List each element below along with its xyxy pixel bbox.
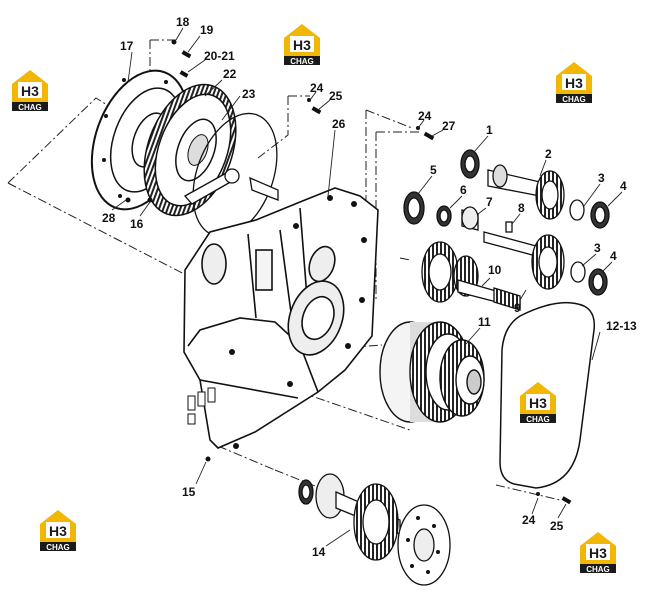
logo-word-text: CHAG (18, 103, 42, 112)
logo-inner-panel (18, 82, 42, 98)
callout-15: 15 (182, 485, 196, 499)
callout-28: 28 (102, 211, 116, 225)
callout-1: 1 (486, 123, 493, 137)
callout-7: 7 (486, 195, 493, 209)
logo-word-text: CHAG (290, 57, 314, 66)
shaft-10 (421, 241, 521, 311)
callout-24-top: 24 (310, 81, 324, 95)
logo-word-badge (284, 56, 320, 65)
logo-word-text: CHAG (46, 543, 70, 552)
logo-brand-text: H3 (49, 523, 67, 539)
middle-parts (403, 191, 537, 257)
logo-word-badge (12, 102, 48, 111)
gasket-12-13 (499, 301, 596, 489)
logo-inner-panel (586, 544, 610, 560)
logo-inner-panel (526, 394, 550, 410)
upper-shaft-assembly (460, 149, 610, 229)
callout-27: 27 (442, 119, 456, 133)
callout-labels: 17 18 19 20-21 22 23 24 25 26 24 27 1 2 … (102, 15, 637, 559)
transmission-housing (183, 187, 379, 449)
callout-22: 22 (223, 67, 237, 81)
shift-lever (183, 168, 279, 205)
callout-24-bottom: 24 (522, 513, 536, 527)
logo-word-badge (556, 94, 592, 103)
callout-9: 9 (514, 301, 521, 315)
logo-brand-text: H3 (529, 395, 547, 411)
logo-inner-panel (290, 36, 314, 52)
logo-word-text: CHAG (562, 95, 586, 104)
callout-12-13: 12-13 (606, 319, 637, 333)
hydraulic-fittings (187, 387, 216, 425)
logo-brand-text: H3 (21, 83, 39, 99)
bolts-24-25-top (307, 98, 322, 115)
bolts-24-27 (416, 126, 435, 141)
callout-5: 5 (430, 163, 437, 177)
callout-18: 18 (176, 15, 190, 29)
logo-word-text: CHAG (586, 565, 610, 574)
logo-brand-text: H3 (565, 75, 583, 91)
logo-word-badge (580, 564, 616, 573)
logo-word-text: CHAG (526, 415, 550, 424)
logo-word-badge (520, 414, 556, 423)
callout-11: 11 (478, 315, 491, 329)
callout-24-mid: 24 (418, 109, 432, 123)
logo-inner-panel (46, 522, 70, 538)
callout-25-bottom: 25 (550, 519, 564, 533)
small-fasteners (125, 197, 572, 505)
callout-19: 19 (200, 23, 214, 37)
logo-brand-text: H3 (589, 545, 607, 561)
logo-word-badge (40, 542, 76, 551)
callout-10: 10 (488, 263, 502, 277)
callout-26: 26 (332, 117, 346, 131)
bolts-18-19 (171, 39, 192, 78)
logo-inner-panel (562, 74, 586, 90)
clutch-pack-11 (379, 321, 485, 423)
callout-6: 6 (460, 183, 467, 197)
callout-25-top: 25 (329, 89, 343, 103)
callout-4-bottom: 4 (610, 249, 617, 263)
gear-9-assembly (531, 234, 608, 296)
callout-23: 23 (242, 87, 256, 101)
callout-14: 14 (312, 545, 326, 559)
callout-3-top: 3 (598, 171, 605, 185)
callout-2: 2 (545, 147, 552, 161)
output-shaft-14 (298, 473, 451, 586)
callout-4-top: 4 (620, 179, 627, 193)
callout-17: 17 (120, 39, 134, 53)
logo-brand-text: H3 (293, 37, 311, 53)
callout-20-21: 20-21 (204, 49, 235, 63)
leader-lines (111, 27, 623, 547)
callout-3-bottom: 3 (594, 241, 601, 255)
callout-16: 16 (130, 217, 144, 231)
callout-8: 8 (518, 201, 525, 215)
